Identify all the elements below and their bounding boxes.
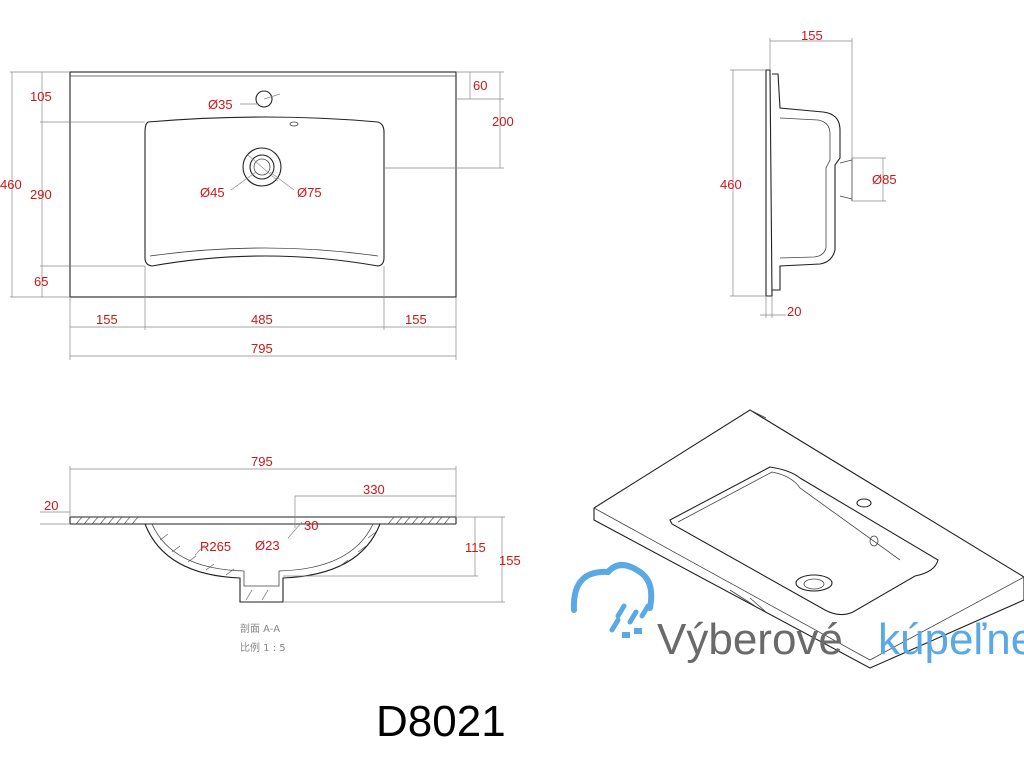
hole-d75: Ø75 bbox=[297, 185, 322, 200]
dim-460: 460 bbox=[0, 177, 22, 192]
model-number: D8021 bbox=[376, 697, 506, 746]
dim-65: 65 bbox=[34, 274, 48, 289]
dim-section-330: 330 bbox=[363, 482, 385, 497]
watermark-word-1: Výberové bbox=[657, 615, 843, 664]
watermark: Výberové kúpeľne bbox=[570, 562, 1024, 664]
dim-angle-30: 30 bbox=[304, 518, 318, 533]
hole-d45: Ø45 bbox=[200, 185, 225, 200]
isometric-view bbox=[593, 409, 1024, 669]
top-view: 105 460 290 65 60 200 155 485 155 795 Ø3… bbox=[0, 71, 514, 360]
dim-r265: R265 bbox=[200, 539, 231, 554]
dim-485: 485 bbox=[251, 312, 273, 327]
dim-side-460: 460 bbox=[720, 177, 742, 192]
dim-200: 200 bbox=[492, 114, 514, 129]
side-view: 155 460 Ø85 20 bbox=[720, 28, 897, 319]
dim-section-155: 155 bbox=[499, 553, 521, 568]
dim-d23: Ø23 bbox=[255, 538, 280, 553]
dim-155-left: 155 bbox=[96, 312, 118, 327]
section-scale: 比例 1 : 5 bbox=[240, 641, 286, 654]
shower-icon bbox=[570, 562, 655, 638]
dim-115: 115 bbox=[465, 540, 486, 555]
dim-155-right: 155 bbox=[405, 312, 427, 327]
hole-d35: Ø35 bbox=[208, 97, 233, 112]
dim-side-155: 155 bbox=[801, 28, 823, 43]
dim-section-20: 20 bbox=[44, 498, 58, 513]
watermark-word-2: kúpeľne bbox=[878, 615, 1024, 664]
section-title: 剖面 A-A bbox=[240, 622, 280, 635]
section-view: 795 330 20 R265 Ø23 30 115 155 剖面 A-A 比例… bbox=[40, 454, 521, 654]
dim-290: 290 bbox=[30, 187, 52, 202]
dim-side-d85: Ø85 bbox=[872, 172, 897, 187]
dim-795-top: 795 bbox=[251, 341, 273, 356]
dim-section-795: 795 bbox=[251, 454, 273, 469]
dim-105: 105 bbox=[30, 89, 52, 104]
dim-60: 60 bbox=[473, 78, 487, 93]
dim-side-20: 20 bbox=[787, 304, 801, 319]
